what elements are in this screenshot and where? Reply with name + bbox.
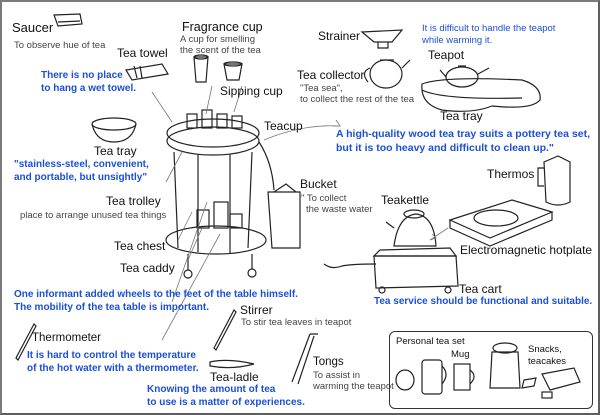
tea-trolley-sub: place to arrange unused tea things [20, 210, 167, 221]
tea-ladle-label: Tea-ladle [210, 370, 259, 384]
mug-label: Mug [451, 349, 470, 360]
wood-tea-tray-icon [421, 78, 541, 112]
steel-tea-tray-note-1: "stainless-steel, convenient, [14, 159, 149, 170]
wood-tea-tray-note-1: A high-quality wood tea tray suits a pot… [336, 128, 590, 140]
tongs-sub-2: warming the teapot [313, 381, 394, 392]
teapot-icon [439, 65, 490, 88]
tea-ladle-icon [209, 359, 255, 369]
sipping-cup-icon [223, 61, 243, 81]
steel-tea-tray-label: Tea tray [94, 144, 137, 158]
bucket-label: Bucket [300, 177, 337, 191]
thermos-icon [537, 155, 571, 206]
wood-tea-tray-label: Tea tray [440, 109, 483, 123]
leader-tea-chest [177, 211, 193, 241]
snacks-icon [521, 367, 581, 399]
tea-ladle-note-1: Knowing the amount of tea [147, 384, 276, 395]
thermometer-note-2: of the hot water with a thermometer. [27, 363, 199, 374]
tea-cart-icon [372, 247, 459, 294]
thermometer-icon [15, 323, 37, 361]
personal-teapot-icon [395, 359, 447, 395]
teapot-label: Teapot [428, 48, 465, 62]
teakettle-label: Teakettle [381, 193, 430, 207]
tea-chest-label: Tea chest [114, 239, 166, 253]
wood-tea-tray-note-2: but it is too heavy and difficult to cle… [336, 142, 554, 154]
saucer-label: Saucer [12, 20, 54, 35]
steel-tea-tray-note-2: and portable, but unsightly" [14, 172, 148, 183]
mug-icon [453, 363, 475, 391]
tea-trolley-icon [165, 109, 275, 279]
jar-icon [489, 342, 521, 389]
stirrer-label: Stirrer [240, 303, 273, 317]
thermometer-label: Thermometer [32, 332, 102, 344]
strainer-icon [360, 29, 404, 49]
steel-tea-tray-icon [91, 117, 137, 143]
leader-sipping-cup [233, 85, 243, 113]
bucket-sub-1: " To collect [301, 193, 347, 204]
power-cord [323, 263, 377, 269]
leader-tea-towel [151, 91, 173, 123]
tea-towel-label: Tea towel [117, 46, 168, 60]
leader-wheels [171, 201, 208, 303]
teakettle-icon [385, 209, 437, 247]
tea-collector-icon [363, 59, 411, 89]
tongs-label: Tongs [313, 356, 344, 368]
wheels-note-2: The mobility of the tea table is importa… [14, 302, 210, 313]
fragrance-cup-icon [193, 54, 209, 83]
tea-towel-icon [125, 63, 169, 81]
tea-collector-label: Tea collector [297, 68, 365, 82]
stirrer-sub: To stir tea leaves in teapot [241, 317, 352, 328]
saucer-sub: To observe hue of tea [14, 40, 106, 51]
teapot-note-1: It is difficult to handle the teapot [422, 23, 556, 34]
tea-collector-sub-2: to collect the rest of the tea [300, 94, 415, 105]
leader-thermometer [161, 233, 221, 341]
stirrer-icon [213, 308, 237, 352]
teapot-note-2: while warming it. [422, 35, 493, 46]
bucket-icon [267, 183, 301, 249]
thermos-label: Thermos [487, 167, 535, 181]
fragrance-cup-sub-2: the scent of the tea [180, 45, 261, 56]
tongs-icon [291, 333, 318, 385]
tea-collector-sub-1: "Tea sea", [300, 83, 343, 94]
tongs-sub-1: To assist in [313, 370, 360, 381]
tea-caddy-label: Tea caddy [120, 261, 175, 275]
personal-tea-set-box [389, 331, 593, 409]
arrow-hotplate [429, 227, 449, 241]
leader-tea-trolley [165, 151, 183, 183]
saucer-icon [53, 13, 83, 27]
leader-tea-caddy [187, 227, 203, 261]
bucket-sub-2: the waste water [306, 204, 373, 215]
fragrance-cup-label: Fragrance cup [182, 20, 263, 34]
thermometer-note-1: It is hard to control the temperature [27, 350, 196, 361]
tea-cart-label: Tea cart [459, 282, 502, 296]
arrowhead-2 [429, 233, 437, 241]
tea-towel-note-1: There is no place [41, 70, 123, 81]
strainer-label: Strainer [318, 29, 361, 43]
personal-tea-set-label: Personal tea set [396, 336, 465, 347]
fragrance-cup-sub-1: A cup for smelling [180, 34, 255, 45]
tea-towel-note-2: to hang a wet towel. [41, 83, 137, 94]
tea-trolley-label: Tea trolley [106, 194, 161, 208]
snacks-label-2: teacakes [528, 356, 567, 367]
hotplate-icon [448, 199, 554, 247]
leader-fragrance-cup [205, 85, 213, 115]
arrowhead [332, 119, 341, 127]
tea-ladle-note-2: to use is a matter of experiences. [147, 397, 305, 408]
hotplate-label: Electromagnetic hotplate [460, 243, 593, 257]
tea-cart-note: Tea service should be functional and sui… [374, 296, 593, 307]
teacup-label: Teacup [264, 119, 303, 133]
wheels-note-1: One informant added wheels to the feet o… [14, 289, 298, 300]
snacks-label-1: Snacks, [528, 344, 562, 355]
sipping-cup-label: Sipping cup [220, 84, 283, 98]
